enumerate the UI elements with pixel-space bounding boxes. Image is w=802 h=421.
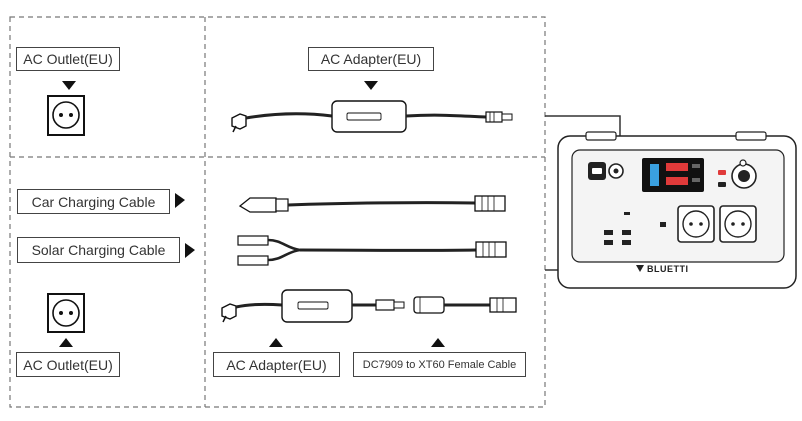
dc7909-xt60-cable-illustration <box>413 296 517 314</box>
arrow-down-icon <box>62 81 76 90</box>
eu-socket-bottom-icon <box>47 293 85 333</box>
eu-socket-top-icon <box>47 95 85 136</box>
arrow-right-icon <box>175 193 185 208</box>
power-station-illustration: BLUETTI <box>557 131 797 289</box>
bluetti-logo-icon <box>636 265 644 272</box>
ac-outlet-bottom-label: AC Outlet(EU) <box>16 352 120 377</box>
ac-outlet-top-label: AC Outlet(EU) <box>16 47 120 71</box>
dc7909-xt60-cable-label: DC7909 to XT60 Female Cable <box>353 352 526 377</box>
car-charging-cable-label: Car Charging Cable <box>17 189 170 214</box>
arrow-right-icon <box>185 243 195 258</box>
arrow-up-icon <box>431 338 445 347</box>
arrow-up-icon <box>269 338 283 347</box>
dashed-frame <box>9 16 546 408</box>
arrow-down-icon <box>364 81 378 90</box>
solar-charging-cable-illustration <box>237 235 507 266</box>
arrow-up-icon <box>59 338 73 347</box>
ac-adapter-top-label: AC Adapter(EU) <box>308 47 434 71</box>
ac-adapter-top-illustration <box>231 100 513 133</box>
ac-adapter-bottom-label: AC Adapter(EU) <box>213 352 340 377</box>
ac-adapter-bottom-illustration <box>221 289 405 323</box>
solar-charging-cable-label: Solar Charging Cable <box>17 237 180 263</box>
station-logo-text: BLUETTI <box>647 264 689 274</box>
car-charging-cable-illustration <box>238 195 506 213</box>
